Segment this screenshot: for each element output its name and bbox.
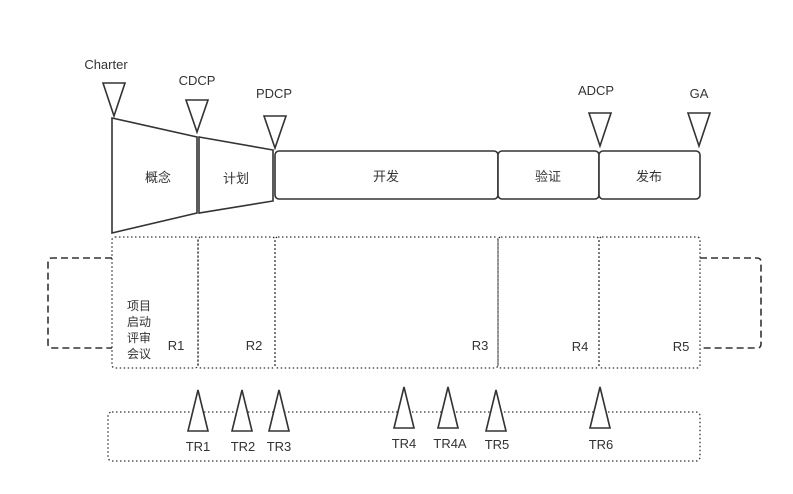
review-label-r4: R4 (572, 339, 589, 354)
decision-label-charter: Charter (84, 57, 128, 72)
tr-label-tr2: TR2 (231, 439, 256, 454)
down-triangle-icon (101, 82, 127, 119)
review-box-r1 (111, 236, 199, 369)
phase-label-plan: 计划 (223, 171, 249, 186)
technical-review-tr3: TR3 (267, 389, 292, 454)
up-triangle-icon (588, 386, 612, 429)
technical-review-tr6: TR6 (588, 386, 614, 452)
tr-label-tr3: TR3 (267, 439, 292, 454)
up-triangle-icon (484, 389, 508, 432)
decision-point-ga: GA (686, 86, 712, 149)
review-box-r3 (274, 236, 499, 369)
phase-release: 发布 (598, 150, 701, 200)
decision-label-pdcp: PDCP (256, 86, 292, 101)
decision-label-adcp: ADCP (578, 83, 614, 98)
decision-label-cdcp: CDCP (179, 73, 216, 88)
technical-review-tr1: TR1 (186, 389, 211, 454)
technical-review-tr5: TR5 (484, 389, 510, 452)
kickoff-review-line-4: 会议 (127, 347, 151, 361)
down-triangle-icon (184, 99, 210, 135)
review-label-r2: R2 (246, 338, 263, 353)
down-triangle-icon (587, 112, 613, 149)
tr-label-tr5: TR5 (485, 437, 510, 452)
down-triangle-icon (686, 112, 712, 149)
review-label-r3: R3 (472, 338, 489, 353)
decision-point-pdcp: PDCP (256, 86, 292, 151)
phase-label-release: 发布 (636, 169, 662, 184)
up-triangle-icon (230, 389, 254, 432)
decision-label-ga: GA (690, 86, 709, 101)
phase-develop: 开发 (274, 150, 499, 200)
technical-review-row: TR1 TR2 TR3 TR4 TR4A TR5 TR6 (107, 386, 701, 462)
phase-verify: 验证 (497, 150, 600, 200)
phase-label-concept: 概念 (145, 170, 171, 185)
up-triangle-icon (186, 389, 210, 432)
up-triangle-icon (392, 386, 416, 429)
review-box-r4 (497, 236, 600, 369)
decision-point-adcp: ADCP (578, 83, 614, 149)
up-triangle-icon (267, 389, 291, 432)
phase-concept: 概念 (111, 117, 198, 235)
review-label-r1: R1 (168, 338, 185, 353)
review-row: 项目 启动 评审 会议 R1 R2 R3 R4 R5 (111, 236, 701, 369)
left-loop-bracket (47, 257, 112, 349)
phase-label-verify: 验证 (535, 169, 561, 184)
up-triangle-icon (436, 386, 460, 429)
kickoff-review-line-2: 启动 (127, 315, 151, 329)
down-triangle-icon (262, 115, 288, 151)
tr-label-tr6: TR6 (589, 437, 614, 452)
technical-review-tr4a: TR4A (433, 386, 467, 451)
decision-point-cdcp: CDCP (179, 73, 216, 135)
right-loop-bracket (700, 257, 762, 349)
phase-label-develop: 开发 (373, 169, 399, 184)
review-box-r5 (598, 236, 701, 369)
technical-review-tr2: TR2 (230, 389, 256, 454)
review-label-r5: R5 (673, 339, 690, 354)
kickoff-review-line-1: 项目 (127, 299, 151, 313)
phase-plan: 计划 (198, 136, 274, 214)
review-box-r2 (197, 236, 276, 369)
tr-label-tr4: TR4 (392, 436, 417, 451)
decision-point-charter: Charter (84, 57, 128, 119)
tr-label-tr4a: TR4A (433, 436, 467, 451)
tr-label-tr1: TR1 (186, 439, 211, 454)
kickoff-review-line-3: 评审 (127, 330, 151, 345)
technical-review-tr4: TR4 (392, 386, 417, 451)
